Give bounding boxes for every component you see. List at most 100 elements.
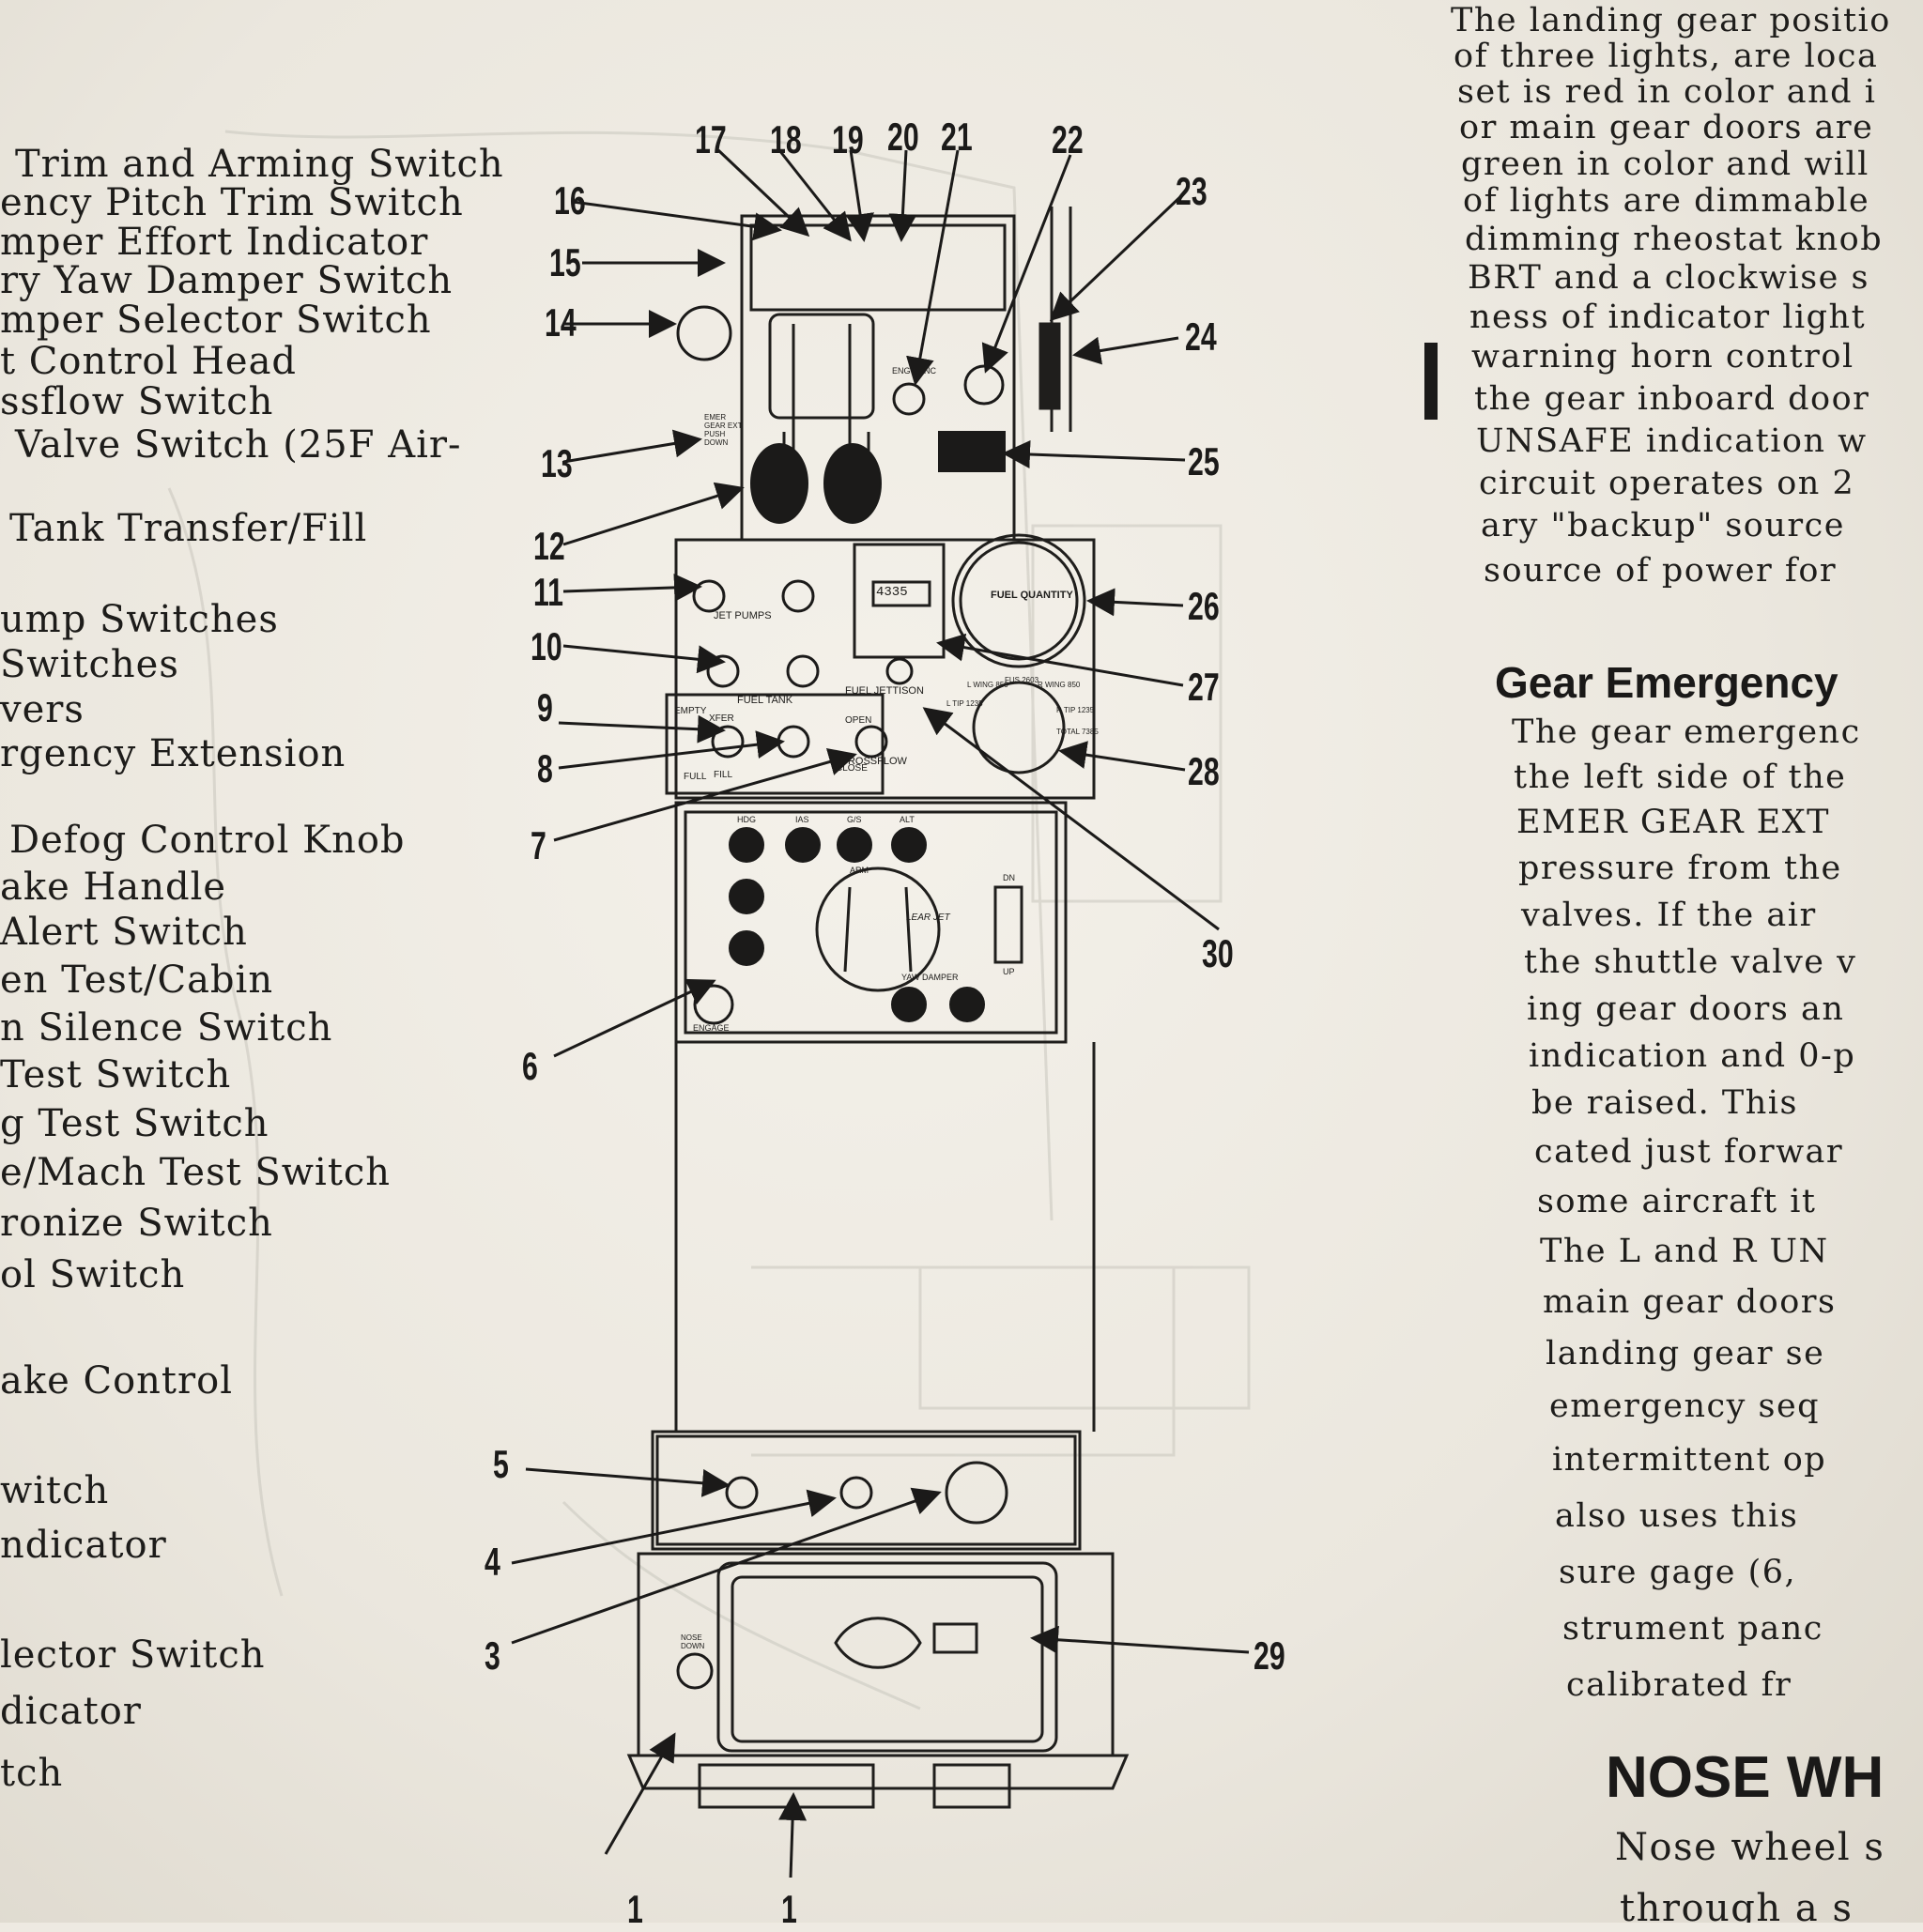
legend-item: ronize Switch <box>0 1202 273 1245</box>
text-line: strument panc <box>1562 1610 1823 1648</box>
callout-number: 19 <box>832 117 864 161</box>
text-line: of three lights, are loca <box>1454 38 1879 75</box>
text-line: The landing gear positio <box>1451 2 1891 39</box>
legend-item: ol Switch <box>0 1253 186 1296</box>
autopilot-ias-button <box>785 827 821 863</box>
fuel-counter-value: 4335 <box>876 585 908 600</box>
engage-button <box>693 984 734 1025</box>
legend-item: witch <box>0 1469 110 1512</box>
legend-list: Trim and Arming Switch ency Pitch Trim S… <box>0 0 526 1923</box>
r-wing-label: R WING 850 <box>1038 681 1081 689</box>
legend-item: mper Effort Indicator <box>0 221 429 264</box>
arm-label: ARM <box>850 866 869 875</box>
legend-item: n Silence Switch <box>0 1006 333 1050</box>
legend-item: ndicator <box>0 1524 167 1567</box>
xfer-label: XFER <box>709 713 734 724</box>
text-line: Nose wheel s <box>1615 1826 1885 1869</box>
r-tip-label: R TIP 1235 <box>1056 706 1095 714</box>
yaw-damper-label: YAW DAMPER <box>901 973 959 982</box>
alt-label: ALT <box>900 815 915 824</box>
callout-number: 16 <box>554 178 586 222</box>
fuel-selector-knob <box>972 681 1066 774</box>
autopilot-hdg-button <box>729 827 764 863</box>
pedestal-body <box>674 1042 1096 1432</box>
text-line: sure gage (6, <box>1559 1554 1797 1591</box>
callout-number: 13 <box>541 441 573 485</box>
callout-number: 7 <box>531 823 546 867</box>
emergency-switch <box>963 364 1005 406</box>
callout-number: 5 <box>493 1442 509 1486</box>
fuel-jettison-label: FUEL JETTISON <box>845 685 924 697</box>
throttle-lever <box>792 324 852 451</box>
jet-pumps-label: JET PUMPS <box>714 610 772 621</box>
fill-label: FILL <box>714 770 733 780</box>
trim-indicator-panel <box>716 1561 1058 1753</box>
base-plate <box>626 1754 1130 1790</box>
text-line: valves. If the air <box>1521 897 1817 934</box>
crossflow-label: CROSSFLOW <box>840 756 907 767</box>
revision-bar <box>1424 343 1438 420</box>
yaw-indicator <box>676 305 732 361</box>
text-line: calibrated fr <box>1566 1666 1792 1704</box>
legend-item: Tank Transfer/Fill <box>9 507 368 550</box>
legend-item: mper Selector Switch <box>0 299 432 342</box>
text-line: set is red in color and i <box>1457 73 1877 111</box>
up-label: UP <box>1003 967 1015 976</box>
text-line: UNSAFE indication w <box>1476 422 1868 460</box>
text-line: warning horn control <box>1471 338 1854 376</box>
hdg-label: HDG <box>737 815 756 824</box>
text-line: cated just forwar <box>1534 1133 1844 1171</box>
callout-number: 21 <box>941 115 973 159</box>
legend-item: Test Switch <box>0 1053 232 1096</box>
legend-item: Valve Switch (25F Air- <box>15 423 462 467</box>
gear-emergency-heading: Gear Emergency <box>1495 658 1838 707</box>
fuel-jettison-switch <box>885 657 914 685</box>
text-line: the shuttle valve v <box>1524 943 1857 981</box>
pri-yaw-switch <box>725 1476 759 1510</box>
callout-number: 27 <box>1188 665 1220 709</box>
callout-number: 29 <box>1254 1633 1285 1678</box>
legend-item: t Control Head <box>0 340 298 383</box>
callout-number: 30 <box>1202 931 1234 975</box>
callout-number: 24 <box>1185 314 1217 359</box>
gs-label: G/S <box>847 815 862 824</box>
text-line: ness of indicator light <box>1469 299 1867 336</box>
emer-gear-label: EMER GEAR EXT PUSH DOWN <box>704 413 743 447</box>
trim-panel <box>749 223 1007 312</box>
callout-number: 12 <box>533 524 565 568</box>
callout-number: 15 <box>549 240 581 284</box>
empty-label: EMPTY <box>674 706 707 716</box>
legend-item: ssflow Switch <box>0 380 274 423</box>
yaw-panel <box>651 1430 1082 1551</box>
legend-item: tch <box>0 1752 64 1795</box>
eng-sync-label: ENG SYNC <box>892 366 937 376</box>
l-tip-label: L TIP 1235 <box>946 699 983 708</box>
body-text-column: The landing gear positio of three lights… <box>1446 0 1923 1923</box>
open-label: OPEN <box>845 715 872 726</box>
legend-item: Defog Control Knob <box>9 819 406 862</box>
callout-number: 1 <box>781 1887 797 1931</box>
text-line: be raised. This <box>1531 1084 1798 1122</box>
text-line: green in color and will <box>1461 146 1869 183</box>
autopilot-panel <box>674 801 1068 1044</box>
text-line: BRT and a clockwise s <box>1468 259 1869 297</box>
autopilot-gs-button <box>837 827 872 863</box>
jet-pump-switch-right <box>781 579 815 613</box>
text-line: also uses this <box>1555 1497 1799 1535</box>
crossflow-switch <box>854 725 888 759</box>
yaw-damper-off-button <box>949 987 985 1022</box>
callout-number: 26 <box>1188 584 1220 628</box>
fuel-pump-switch-right <box>786 654 820 688</box>
yaw-selector-knob <box>945 1461 1008 1525</box>
legend-item: ry Yaw Damper Switch <box>0 259 454 302</box>
total-label: TOTAL 7385 <box>1056 728 1099 736</box>
dn-label: DN <box>1003 873 1015 882</box>
callout-number: 22 <box>1052 117 1084 161</box>
text-line: EMER GEAR EXT <box>1516 804 1830 841</box>
legend-item: e/Mach Test Switch <box>0 1151 392 1194</box>
legend-item: Alert Switch <box>0 911 248 954</box>
text-line: through a s <box>1620 1887 1854 1923</box>
